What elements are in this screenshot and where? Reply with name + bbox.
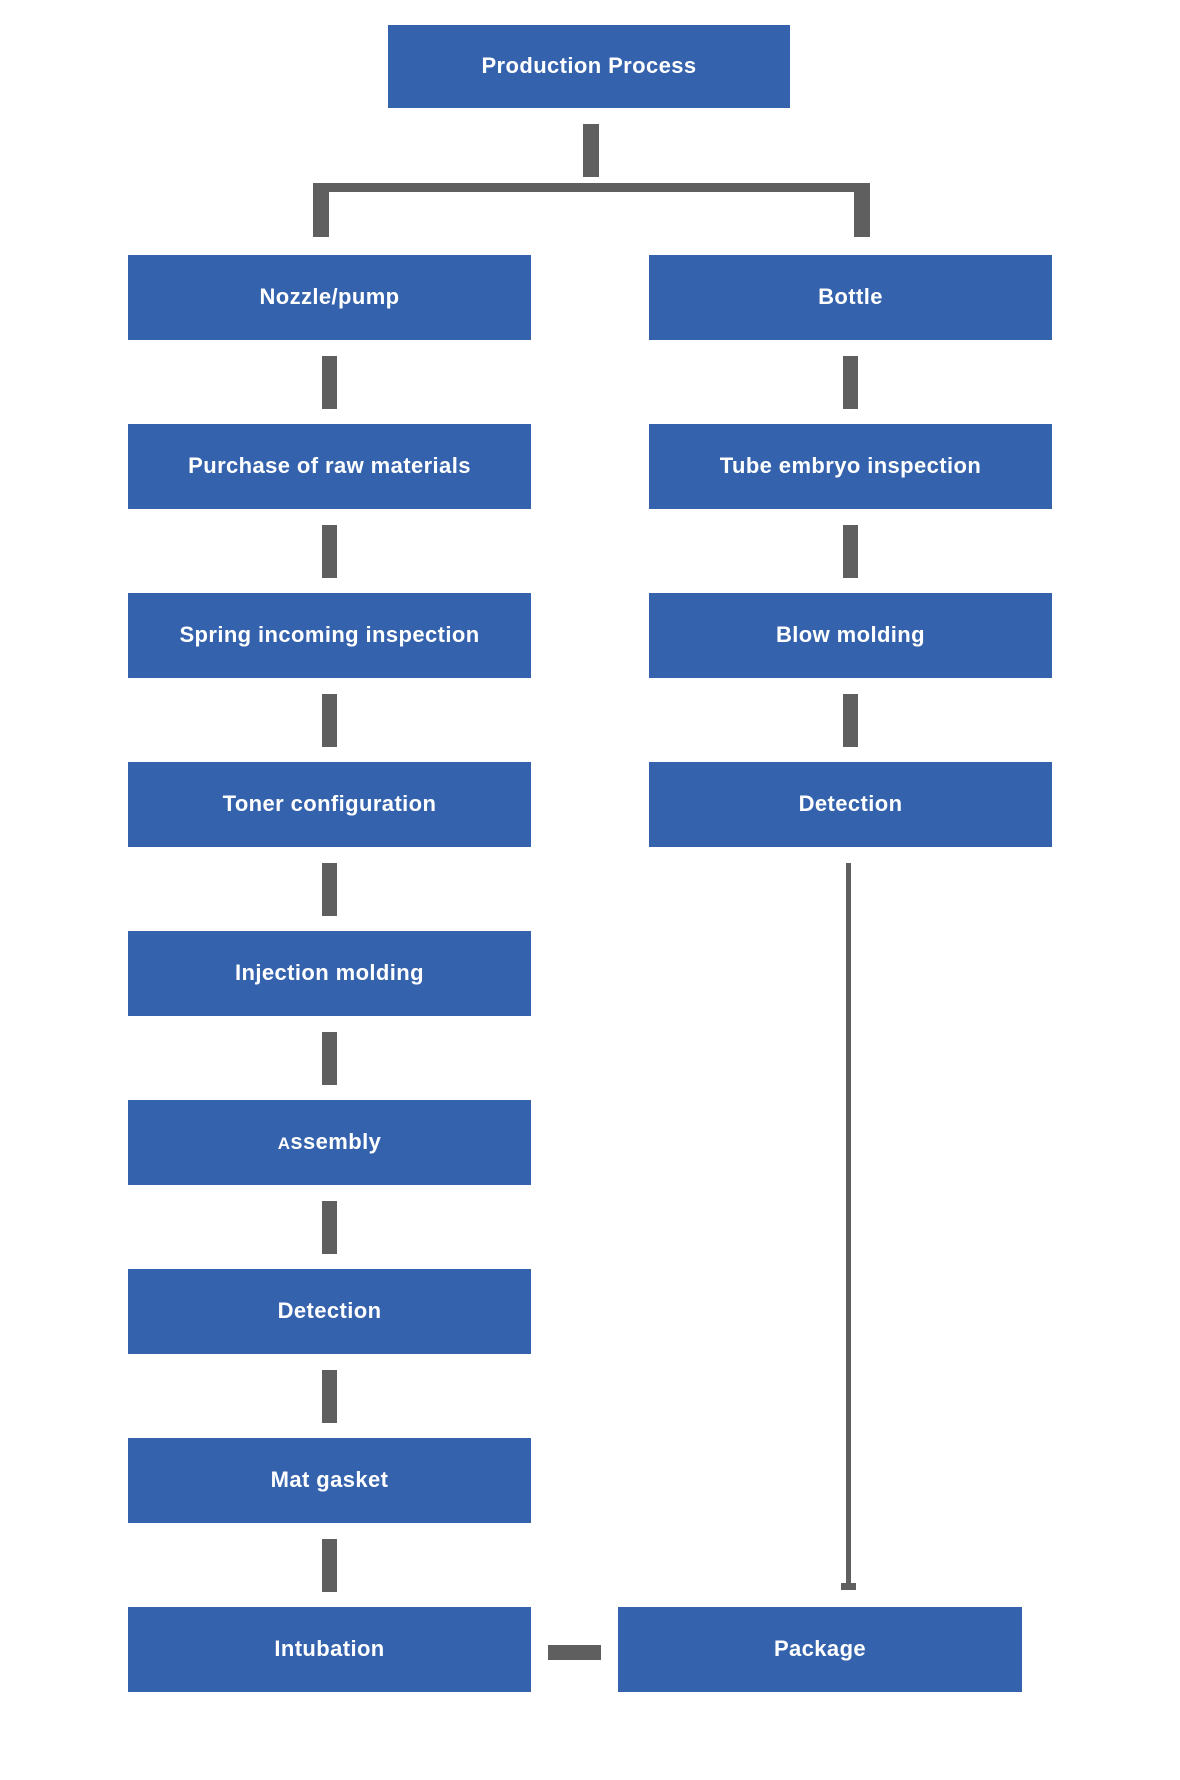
node-assembly: Assembly [128, 1100, 531, 1185]
connector-left-7 [322, 1370, 337, 1423]
node-spring-incoming-inspection: Spring incoming inspection [128, 593, 531, 678]
connector-right-2 [843, 525, 858, 578]
connector-left-6 [322, 1201, 337, 1254]
node-label: Tube embryo inspection [719, 453, 982, 479]
connector-intubation-to-package [548, 1645, 601, 1660]
node-label: Nozzle/pump [259, 284, 400, 310]
node-label: Mat gasket [270, 1467, 389, 1493]
node-injection-molding: Injection molding [128, 931, 531, 1016]
node-label: Purchase of raw materials [188, 453, 471, 479]
node-toner-configuration: Toner configuration [128, 762, 531, 847]
connector-right-1 [843, 356, 858, 409]
connector-left-8 [322, 1539, 337, 1592]
node-bottle: Bottle [649, 255, 1052, 340]
node-label: Bottle [818, 284, 883, 310]
node-label: Blow molding [775, 622, 925, 648]
node-label: Injection molding [235, 960, 424, 986]
connector-branch-left-drop [313, 192, 329, 237]
node-label: Intubation [274, 1636, 385, 1662]
connector-left-5 [322, 1032, 337, 1085]
connector-branch-horizontal [313, 183, 870, 192]
connector-left-1 [322, 356, 337, 409]
node-label: Spring incoming inspection [179, 622, 480, 648]
connector-left-3 [322, 694, 337, 747]
node-label: Detection [277, 1298, 382, 1324]
connector-left-2 [322, 525, 337, 578]
node-blow-molding: Blow molding [649, 593, 1052, 678]
connector-detection-to-package-line [846, 863, 851, 1583]
node-mat-gasket: Mat gasket [128, 1438, 531, 1523]
node-intubation: Intubation [128, 1607, 531, 1692]
connector-title-stub [583, 124, 599, 177]
node-package: Package [618, 1607, 1022, 1692]
node-label: Package [773, 1636, 867, 1662]
connector-branch-right-drop [854, 192, 870, 237]
node-label: Production Process [481, 53, 697, 79]
node-tube-embryo-inspection: Tube embryo inspection [649, 424, 1052, 509]
node-detection-right: Detection [649, 762, 1052, 847]
node-production-process: Production Process [388, 25, 790, 108]
connector-left-4 [322, 863, 337, 916]
node-nozzle-pump: Nozzle/pump [128, 255, 531, 340]
node-detection-left: Detection [128, 1269, 531, 1354]
node-label: Assembly [277, 1129, 382, 1155]
connector-detection-to-package-cap [841, 1583, 856, 1590]
node-purchase-of-raw-materials: Purchase of raw materials [128, 424, 531, 509]
node-label: Detection [798, 791, 903, 817]
node-label: Toner configuration [222, 791, 437, 817]
connector-right-3 [843, 694, 858, 747]
